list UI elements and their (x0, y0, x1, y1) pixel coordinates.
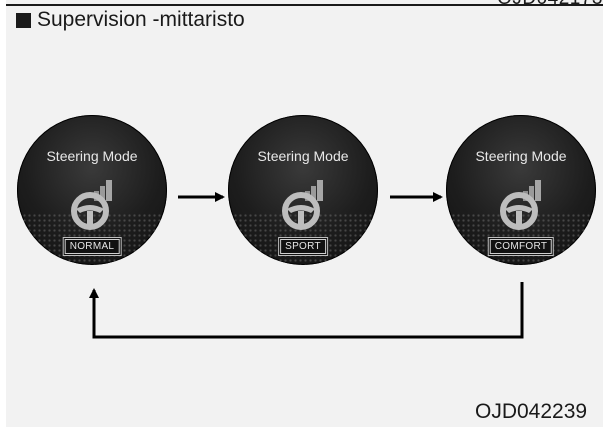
mode-badge: SPORT (280, 239, 326, 254)
mode-badge: NORMAL (64, 239, 120, 254)
steering-wheel-signal-icon (500, 180, 541, 230)
section-title-text: Supervision -mittaristo (37, 8, 245, 31)
dial-heading: Steering Mode (475, 148, 567, 164)
filled-square-icon (16, 12, 31, 28)
figure-code: OJD042239 (475, 400, 588, 423)
steering-mode-dial-comfort: Steering Mode COMFORT (446, 115, 596, 265)
steering-mode-dial-sport: Steering Mode SPORT (228, 115, 378, 265)
section-title: Supervision -mittaristo (16, 8, 245, 32)
dial-heading: Steering Mode (257, 148, 349, 164)
steering-wheel-signal-icon (71, 180, 112, 230)
steering-mode-dial-normal: Steering Mode NORMAL (17, 115, 167, 265)
mode-badge: COMFORT (489, 239, 553, 254)
top-rule (6, 4, 603, 6)
corner-figure-code: OJD042173 (497, 0, 603, 10)
dial-heading: Steering Mode (46, 148, 138, 164)
steering-wheel-signal-icon (282, 180, 323, 230)
arrow-comfort-to-normal (89, 282, 524, 339)
